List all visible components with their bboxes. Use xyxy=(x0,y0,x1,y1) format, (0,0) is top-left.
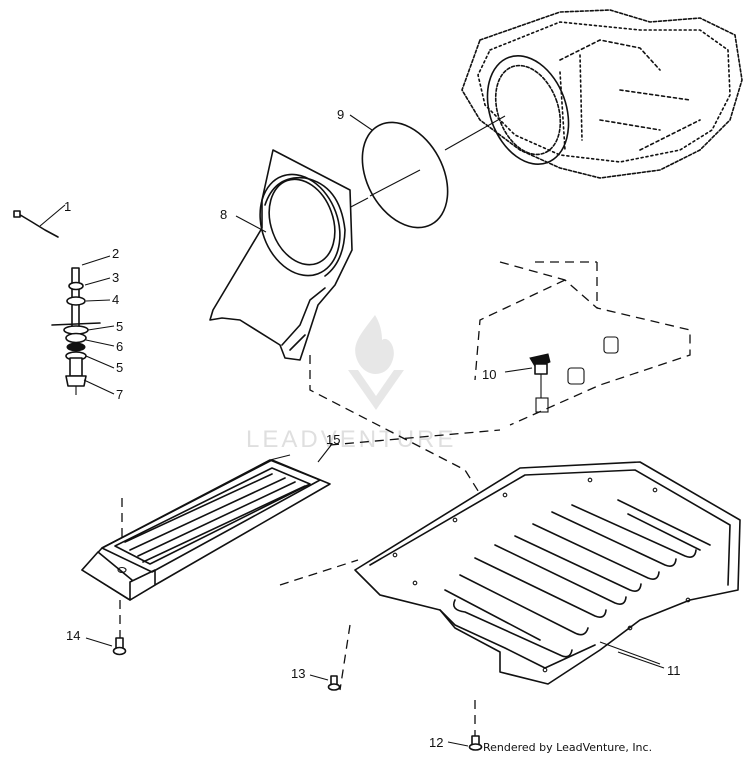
callout-6: 6 xyxy=(116,339,123,354)
callout-13: 13 xyxy=(291,666,305,681)
callout-7: 7 xyxy=(116,387,123,402)
adapter-plate xyxy=(209,149,353,361)
callout-4: 4 xyxy=(112,292,119,307)
engine-housing xyxy=(461,9,743,179)
callout-10: 10 xyxy=(482,367,496,382)
hull-compartment-outline xyxy=(474,261,691,426)
drain-plug xyxy=(504,353,551,413)
callout-5b: 5 xyxy=(116,360,123,375)
callout-14: 14 xyxy=(66,628,80,643)
fastener-stack xyxy=(51,255,115,395)
callout-2: 2 xyxy=(112,246,119,261)
leadventure-watermark: LEADVENTURE xyxy=(246,315,456,453)
callout-3: 3 xyxy=(112,270,119,285)
callout-8: 8 xyxy=(220,207,227,222)
ride-plate xyxy=(354,461,741,685)
flame-logo-icon xyxy=(355,315,394,374)
o-ring xyxy=(361,121,449,229)
screw-12 xyxy=(447,735,483,751)
callout-15: 15 xyxy=(326,432,340,447)
screw-13 xyxy=(309,674,341,691)
callout-5a: 5 xyxy=(116,319,123,334)
callout-9: 9 xyxy=(337,107,344,122)
credit-text: Rendered by LeadVenture, Inc. xyxy=(483,741,652,754)
v-logo-icon xyxy=(348,370,404,410)
watermark-text: LEADVENTURE xyxy=(246,426,456,453)
screw-14 xyxy=(85,637,127,656)
callout-1: 1 xyxy=(64,199,71,214)
intake-grate xyxy=(81,454,331,601)
callout-12: 12 xyxy=(429,735,443,750)
callout-11: 11 xyxy=(667,663,681,678)
